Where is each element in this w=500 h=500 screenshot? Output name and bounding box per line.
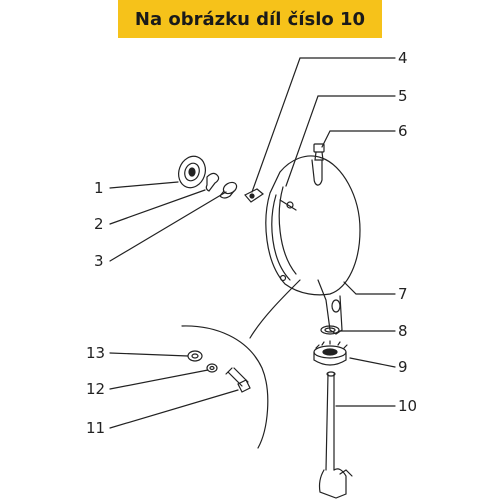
- callout-9: 9: [398, 358, 408, 376]
- part-7-housing-cover: [265, 155, 361, 335]
- callout-4: 4: [398, 49, 408, 67]
- part-9-gear: [313, 340, 348, 366]
- callout-13: 13: [86, 344, 105, 362]
- part-banner: Na obrázku díl číslo 10: [118, 0, 382, 38]
- callout-12: 12: [86, 380, 105, 398]
- part-3-bushing: [219, 181, 238, 199]
- callout-8: 8: [398, 322, 408, 340]
- part-4-bracket: [244, 188, 265, 203]
- context-outline: [181, 279, 301, 449]
- part-10-shaft: [318, 371, 353, 499]
- callout-11: 11: [86, 419, 105, 437]
- callout-3: 3: [94, 252, 104, 270]
- part-1-seal-ring: [178, 155, 206, 189]
- callout-2: 2: [94, 215, 104, 233]
- callout-10: 10: [398, 397, 417, 415]
- part-2-clip: [205, 172, 220, 192]
- callout-6: 6: [398, 122, 408, 140]
- part-6-screw: [313, 143, 325, 161]
- part-11-bolt: [225, 367, 251, 393]
- callout-5: 5: [398, 87, 408, 105]
- part-13-washer: [187, 350, 203, 362]
- callout-1: 1: [94, 179, 104, 197]
- part-8-o-ring: [320, 325, 340, 335]
- callout-7: 7: [398, 285, 408, 303]
- part-12-washer: [206, 363, 218, 373]
- leader-lines: [109, 57, 396, 429]
